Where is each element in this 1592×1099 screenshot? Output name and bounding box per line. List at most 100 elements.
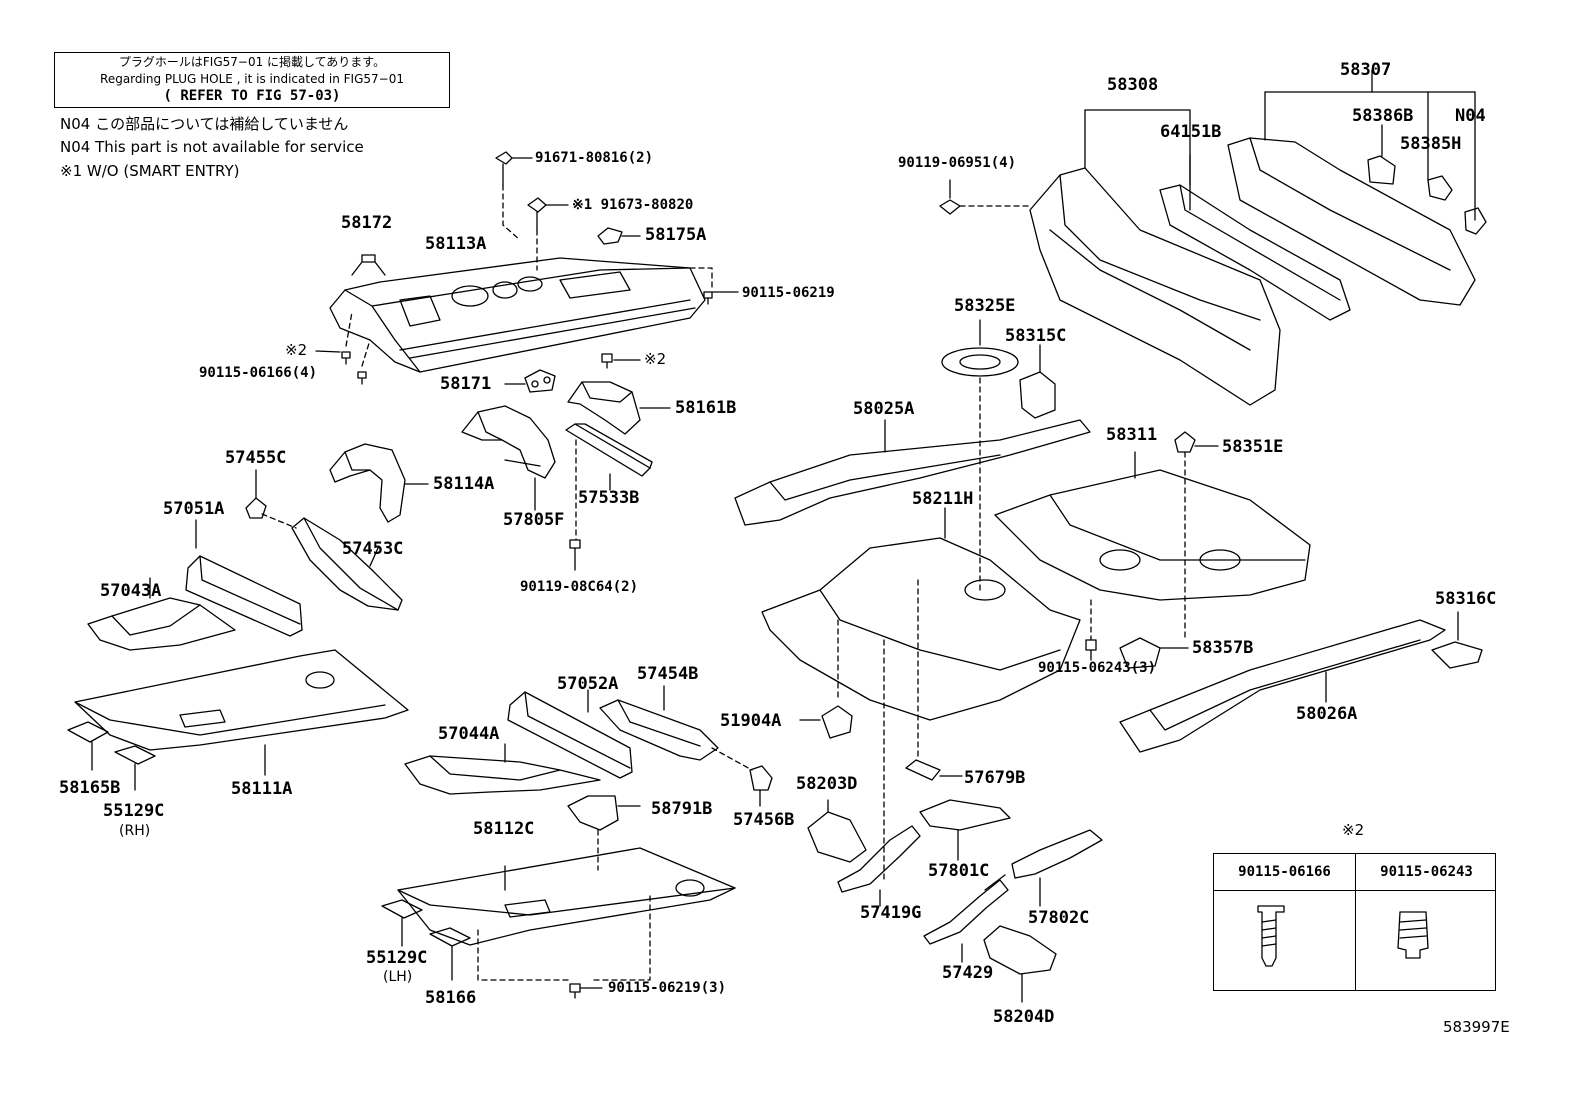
member-57052A	[507, 689, 633, 779]
clips-90115-06166	[315, 311, 371, 385]
callout-57533B: 57533B	[578, 488, 640, 508]
floor-panel-58112C	[397, 847, 736, 981]
bracket-58351E	[1174, 431, 1219, 641]
bracket-57456B	[749, 765, 773, 807]
callout-57051A: 57051A	[163, 499, 225, 519]
callout-57455C: 57455C	[225, 448, 287, 468]
callout-58211H: 58211H	[912, 489, 974, 509]
callout-90115-06243: 90115-06243(3)	[1038, 660, 1157, 676]
bracket-58315C	[1019, 344, 1056, 419]
notice-line-jp: プラグホールはFIG57−01 に掲載してあります。	[118, 55, 386, 69]
member-57429	[923, 874, 1009, 963]
note-n04-en: N04 This part is not available for servi…	[60, 138, 364, 156]
callout-64151B: 64151B	[1160, 122, 1222, 142]
callout-90115-06219: 90115-06219	[742, 285, 835, 301]
floor-panel-58111A	[74, 649, 409, 776]
bolt-90119-06951	[939, 179, 961, 215]
callout-58113A: 58113A	[425, 234, 487, 254]
reference-notice-box: プラグホールはFIG57−01 に掲載してあります。 Regarding PLU…	[54, 52, 450, 108]
callout-58171: 58171	[440, 374, 492, 394]
bracket-58316C	[1431, 611, 1483, 669]
callout-58114A: 58114A	[433, 474, 495, 494]
bracket-51904A	[799, 705, 853, 739]
callout-57453C: 57453C	[342, 539, 404, 559]
callout-58316C: 58316C	[1435, 589, 1497, 609]
fastener-col-90115-06243: 90115-06243	[1380, 864, 1473, 880]
note-n04-jp: N04 この部品については補給していません	[60, 115, 349, 133]
callout-58385H: 58385H	[1400, 134, 1462, 154]
callout-58165B: 58165B	[59, 778, 121, 798]
bracket-N04	[1464, 207, 1487, 235]
bracket-58791B	[567, 795, 641, 871]
callout-58307: 58307	[1340, 60, 1392, 80]
notice-line-ref: ( REFER TO FIG 57-03)	[163, 88, 341, 104]
member-57454B	[599, 685, 753, 771]
callout-58311: 58311	[1106, 425, 1158, 445]
callout-57052A: 57052A	[557, 674, 619, 694]
member-57044A	[404, 743, 601, 795]
callout-57802C: 57802C	[1028, 908, 1090, 928]
plug-58175A	[597, 227, 641, 245]
plug-58325E	[941, 319, 1019, 591]
bolt-90115-06219-3	[569, 983, 603, 999]
bracket-58203D	[807, 799, 867, 863]
figure-code: 583997E	[1443, 1018, 1510, 1036]
bracket-58204D	[983, 925, 1057, 1003]
member-57043A	[87, 577, 236, 651]
callout-90119-06951: 90119-06951(4)	[898, 155, 1017, 171]
callout-57679B: 57679B	[964, 768, 1026, 788]
callout-58325E: 58325E	[954, 296, 1016, 316]
pad-58165B	[67, 721, 109, 771]
plate-58171	[504, 369, 556, 393]
callout-57044A: 57044A	[438, 724, 500, 744]
member-57801C	[919, 799, 1011, 861]
member-57419G	[837, 825, 921, 907]
rail-58026A	[1119, 619, 1446, 753]
callout-91671-80816: 91671-80816(2)	[535, 150, 654, 166]
member-57453C	[291, 517, 403, 611]
member-57051A	[185, 519, 303, 637]
pad-57679B	[905, 759, 963, 781]
pad-58166	[429, 927, 471, 981]
member-64151B	[1159, 154, 1351, 321]
callout-58357B: 58357B	[1192, 638, 1254, 658]
panel-58307	[1227, 69, 1476, 306]
callout-58025A: 58025A	[853, 399, 915, 419]
callout-58026A: 58026A	[1296, 704, 1358, 724]
callout-58166: 58166	[425, 988, 477, 1008]
callout-58308: 58308	[1107, 75, 1159, 95]
callout-55129C-rh: 55129C	[103, 801, 165, 821]
callout-90119-08C64: 90119-08C64(2)	[520, 579, 639, 595]
bar-57533B	[565, 423, 653, 541]
callout-57043A: 57043A	[100, 581, 162, 601]
callout-91673-80820: ※1 91673-80820	[572, 197, 694, 213]
callout-55129C-lh: 55129C	[366, 948, 428, 968]
fastener-table-divider	[1355, 854, 1356, 990]
callout-58315C: 58315C	[1005, 326, 1067, 346]
panel-58308	[959, 109, 1281, 406]
fastener-table-header	[1214, 854, 1495, 891]
bolt-91671	[495, 151, 533, 241]
bolt-90119-08C64	[569, 539, 581, 571]
bolt-90115-06243	[1085, 599, 1097, 661]
bracket-58172	[351, 254, 386, 276]
callout-90115-06219-3: 90115-06219(3)	[608, 980, 727, 996]
pad-55129C-lh	[381, 899, 423, 947]
callout-58172: 58172	[341, 213, 393, 233]
callout-58112C: 58112C	[473, 819, 535, 839]
callout-58791B: 58791B	[651, 799, 713, 819]
fastener-col-90115-06166: 90115-06166	[1238, 864, 1331, 880]
bolt-90115-06219	[689, 267, 739, 305]
callout-57429: 57429	[942, 963, 994, 983]
rail-58025A	[734, 419, 1091, 526]
side-rh: (RH)	[119, 823, 151, 839]
fastener-table-mark: ※2	[1342, 821, 1365, 839]
fastener-table: 90115-06166 90115-06243	[1213, 853, 1496, 991]
bracket-58386B	[1367, 124, 1396, 185]
callout-58161B: 58161B	[675, 398, 737, 418]
floor-panel-58211H	[761, 507, 1081, 881]
callout-mark2-left: ※2	[285, 341, 308, 359]
notice-line-en: Regarding PLUG HOLE , it is indicated in…	[100, 72, 404, 86]
